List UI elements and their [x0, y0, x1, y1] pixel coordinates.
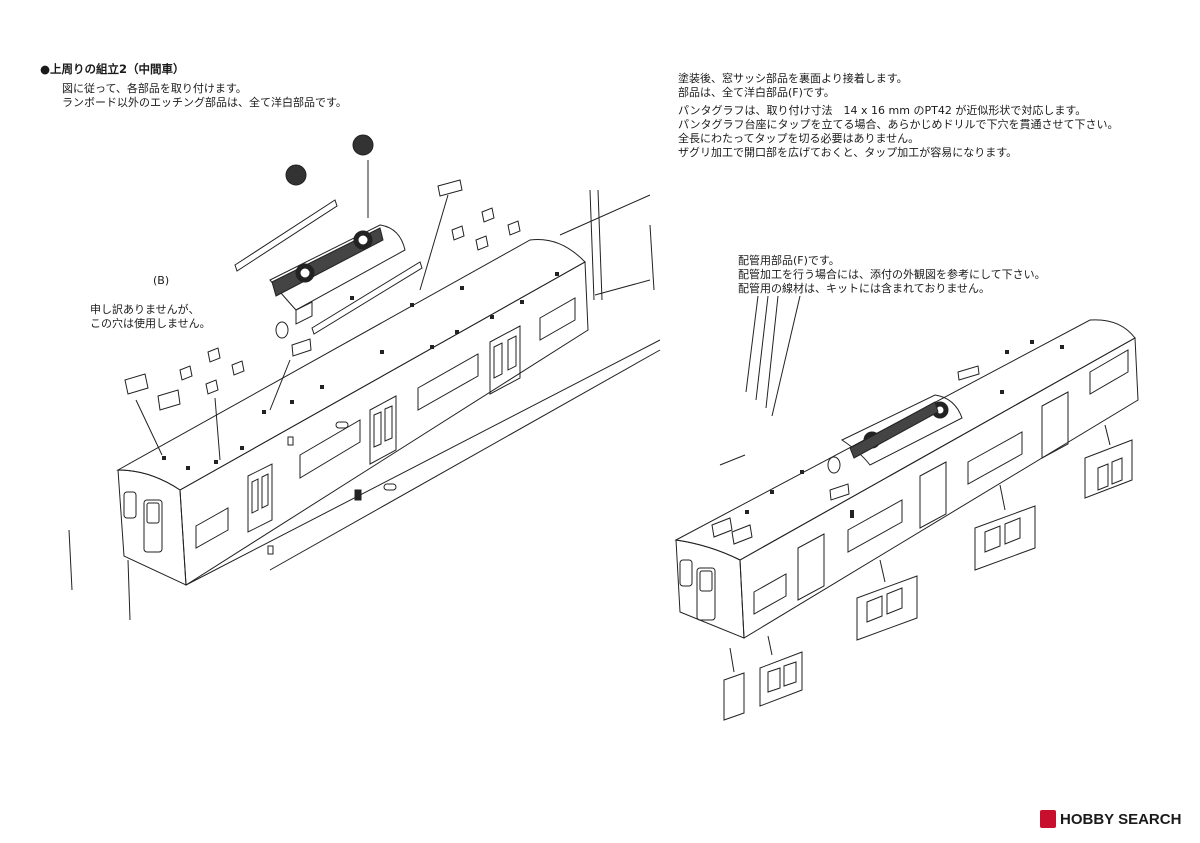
left-roof-vent	[234, 134, 463, 335]
label-b: (B)	[153, 274, 170, 287]
pantograph-note-line-4: ザグリ加工で開口部を広げておくと、タップ加工が容易になります。	[678, 146, 1018, 159]
right-piping-parts	[719, 295, 801, 466]
hole-note-line-2: この穴は使用しません。	[90, 317, 211, 330]
hole-note-line-1: 申し訳ありませんが、	[90, 303, 200, 316]
sash-note-line-1: 塗装後、窓サッシ部品を裏面より接着します。	[678, 72, 908, 85]
piping-note-line-3: 配管用の線材は、キットには含まれておりません。	[738, 282, 991, 295]
logo-badge-icon	[1040, 810, 1056, 828]
left-small-parts	[124, 207, 521, 461]
pantograph-note-line-3: 全長にわたってタップを切る必要はありません。	[678, 132, 920, 145]
watermark-text: HOBBY SEARCH	[1060, 810, 1182, 828]
piping-note-line-2: 配管加工を行う場合には、添付の外観図を参考にして下さい。	[738, 268, 1046, 281]
sash-note-line-2: 部品は、全て洋白部品(F)です。	[678, 86, 835, 99]
right-window-sashes	[723, 424, 1133, 721]
page-title: ●上周りの組立2（中間車）	[40, 62, 185, 76]
intro-line-1: 図に従って、各部品を取り付けます。	[62, 82, 247, 95]
intro-line-2: ランボード以外のエッチング部品は、全て洋白部品です。	[62, 96, 347, 109]
right-car-body	[674, 319, 1139, 639]
hobby-search-logo: HOBBY SEARCH	[1040, 810, 1181, 828]
pantograph-note-line-2: パンタグラフ台座にタップを立てる場合、あらかじめドリルで下穴を貫通させて下さい。	[678, 118, 1119, 131]
left-car-body	[116, 238, 589, 586]
piping-note-line-1: 配管用部品(F)です。	[738, 254, 840, 267]
left-guide-lines	[68, 189, 661, 621]
pantograph-note-line-1: パンタグラフは、取り付け寸法 14 x 16 mm のPT42 が近似形状で対応…	[678, 104, 1087, 117]
